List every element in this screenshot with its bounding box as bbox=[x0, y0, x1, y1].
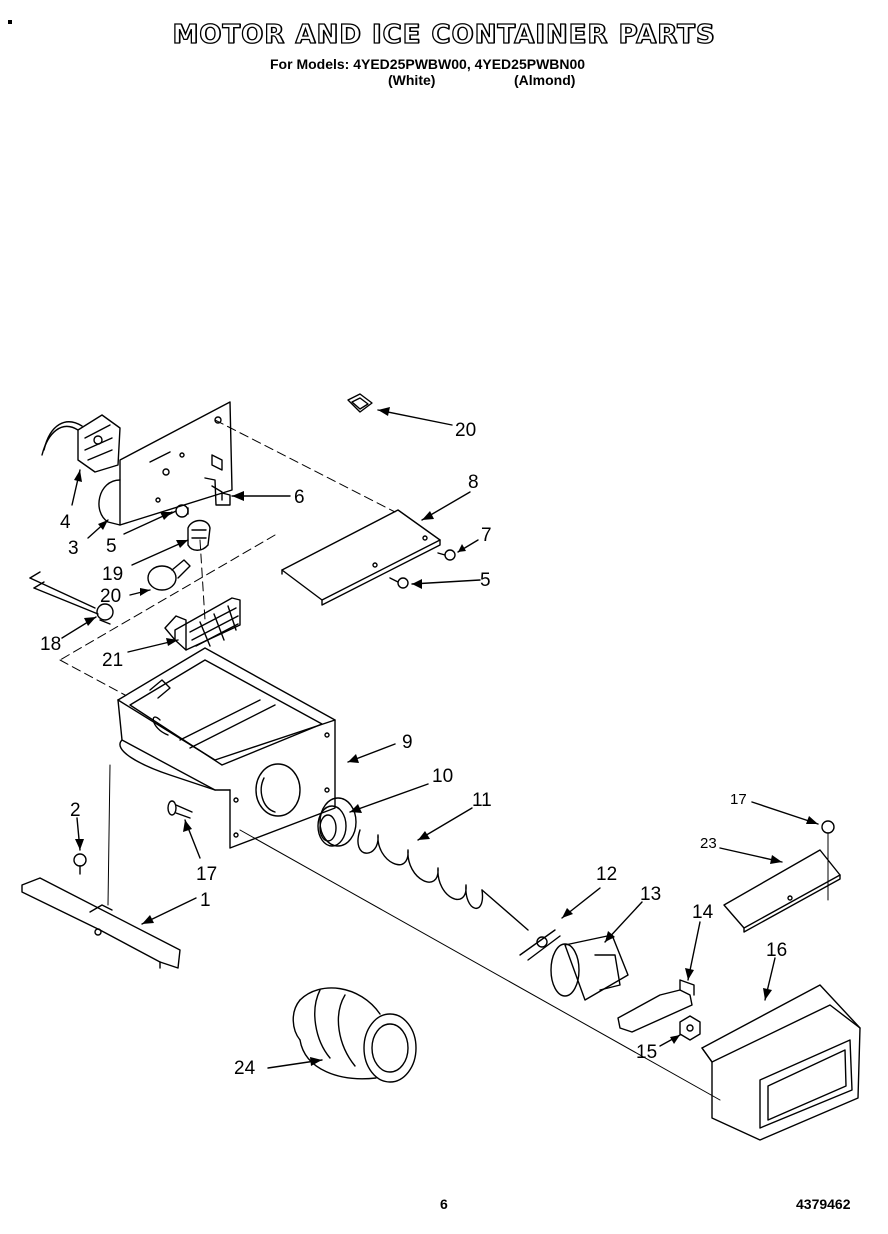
part-bulb bbox=[147, 559, 191, 591]
callout-1: 1 bbox=[200, 890, 211, 911]
callout-13: 13 bbox=[640, 884, 661, 905]
part-screw-17a bbox=[167, 800, 193, 819]
part-auger bbox=[357, 829, 529, 931]
callout-19: 19 bbox=[102, 564, 123, 585]
callout-4: 4 bbox=[60, 512, 71, 533]
part-clamp bbox=[519, 929, 561, 961]
callout-15: 15 bbox=[636, 1042, 657, 1063]
part-motor bbox=[41, 414, 121, 473]
part-crusher-housing bbox=[550, 934, 629, 1001]
part-screw-5b bbox=[389, 577, 409, 589]
part-light-shield bbox=[164, 597, 241, 651]
part-screw-5a bbox=[167, 504, 189, 518]
corner-mark bbox=[8, 20, 12, 24]
callout-20: 20 bbox=[100, 586, 121, 607]
callout-5a: 5 bbox=[106, 536, 117, 557]
variant-almond-label: (Almond) bbox=[514, 72, 576, 88]
variant-white-label: (White) bbox=[388, 72, 436, 88]
callout-17b: 17 bbox=[730, 791, 747, 808]
part-screw-2 bbox=[73, 853, 87, 875]
part-clip bbox=[204, 477, 231, 506]
part-bearing bbox=[317, 797, 357, 847]
part-cover-plate bbox=[281, 509, 441, 606]
part-nut bbox=[679, 1015, 701, 1041]
part-socket bbox=[187, 519, 211, 551]
callout-8: 8 bbox=[468, 472, 479, 493]
callout-11: 11 bbox=[472, 790, 492, 811]
callout-21: 21 bbox=[102, 650, 123, 671]
part-bracket bbox=[21, 877, 181, 969]
page-number: 6 bbox=[440, 1196, 448, 1212]
callout-16: 16 bbox=[766, 940, 787, 961]
callout-18: 18 bbox=[40, 634, 61, 655]
callout-23: 23 bbox=[700, 835, 717, 852]
part-crusher-drum bbox=[292, 987, 417, 1083]
callout-24: 24 bbox=[234, 1058, 256, 1079]
part-ice-container bbox=[117, 647, 336, 849]
part-25 bbox=[347, 393, 373, 413]
callout-2: 2 bbox=[70, 800, 81, 821]
part-mount-plate bbox=[98, 401, 233, 526]
callout-6: 6 bbox=[294, 487, 305, 508]
part-screw-7 bbox=[437, 549, 456, 561]
callout-5b: 5 bbox=[480, 570, 491, 591]
part-blade-bracket bbox=[617, 979, 695, 1033]
part-screw-17b bbox=[821, 820, 835, 901]
models-line: For Models: 4YED25PWBW00, 4YED25PWBN00 bbox=[270, 56, 586, 72]
callout-labels: 20 6 8 7 5 4 3 5 19 20 18 21 9 10 11 2 1… bbox=[40, 420, 787, 1079]
part-harness bbox=[29, 571, 114, 625]
callout-14: 14 bbox=[692, 902, 714, 923]
part-plate bbox=[723, 849, 841, 933]
callout-17a: 17 bbox=[196, 864, 217, 885]
callout-3: 3 bbox=[68, 538, 79, 559]
callout-25: 20 bbox=[455, 420, 476, 441]
callout-7: 7 bbox=[481, 525, 492, 546]
part-front-cover bbox=[701, 984, 861, 1141]
page-title: MOTOR AND ICE CONTAINER PARTS bbox=[172, 19, 716, 50]
document-number: 4379462 bbox=[796, 1196, 851, 1212]
callout-10: 10 bbox=[432, 766, 453, 787]
callout-12: 12 bbox=[596, 864, 617, 885]
callout-9: 9 bbox=[402, 732, 413, 753]
